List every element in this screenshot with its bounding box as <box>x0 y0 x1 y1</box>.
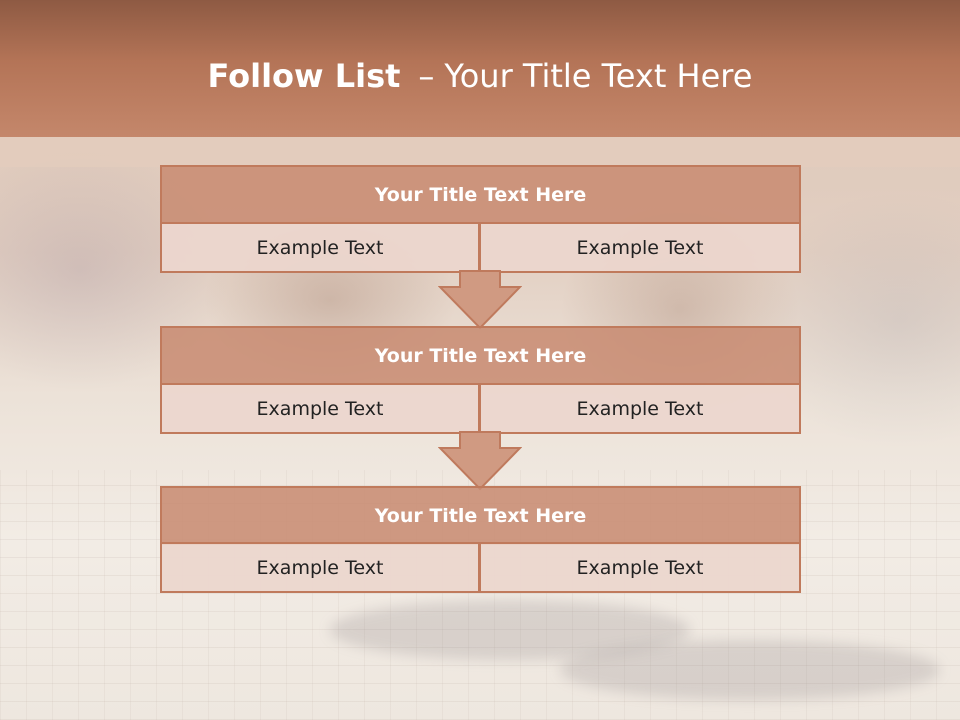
block-title: Your Title Text Here <box>160 486 801 545</box>
title-bold: Follow List <box>207 57 401 95</box>
rider-shadow <box>330 600 690 660</box>
rider-shadow <box>560 640 940 700</box>
down-arrow-icon <box>438 431 522 491</box>
block-title: Your Title Text Here <box>160 165 801 224</box>
example-text-right: Example Text <box>479 222 801 273</box>
example-text-right: Example Text <box>479 542 801 593</box>
title-dash: – <box>418 57 435 95</box>
example-text-left: Example Text <box>160 383 480 434</box>
page-title: Follow List–Your Title Text Here <box>0 52 960 100</box>
block-title: Your Title Text Here <box>160 326 801 385</box>
header-band <box>0 0 960 137</box>
example-text-right: Example Text <box>479 383 801 434</box>
example-text-left: Example Text <box>160 222 480 273</box>
example-text-left: Example Text <box>160 542 480 593</box>
down-arrow-icon <box>438 270 522 330</box>
title-rest: Your Title Text Here <box>444 57 753 95</box>
header-strip <box>0 137 960 167</box>
